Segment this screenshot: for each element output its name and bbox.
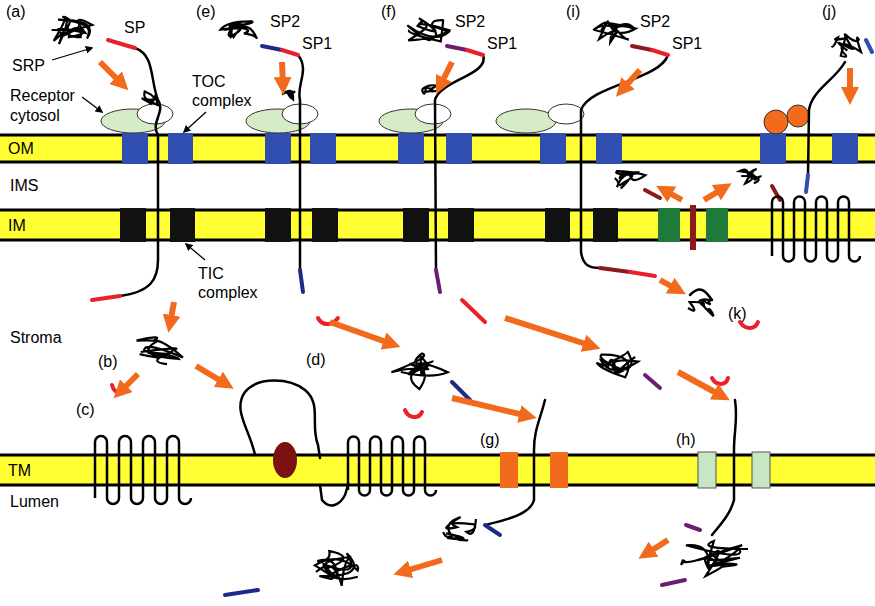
folded-protein — [739, 169, 760, 183]
figure-label: (a) — [6, 2, 26, 21]
toc-channels — [122, 133, 858, 164]
thylakoid-channels — [500, 452, 770, 488]
figure-label: TOC complex — [192, 72, 250, 110]
tic-channels — [120, 208, 618, 242]
figure-label: (b) — [98, 352, 118, 371]
folded-proteins — [52, 17, 861, 586]
figure-label: SP1 — [302, 34, 332, 53]
membrane-label: TM — [8, 461, 31, 480]
figure-label: (f) — [381, 2, 396, 21]
folded-protein — [282, 91, 295, 100]
polypeptide-chains — [120, 48, 845, 535]
figure-label: Stroma — [10, 328, 62, 347]
folded-protein — [615, 171, 646, 188]
folded-protein — [391, 354, 447, 390]
figure-label: (e) — [196, 2, 216, 21]
membrane-band: OM — [0, 135, 875, 162]
figure-label: SP — [124, 18, 145, 37]
folded-protein — [832, 34, 861, 57]
figure-label: cytosol — [10, 106, 60, 125]
folded-protein — [422, 85, 441, 93]
figure-label: SP1 — [487, 34, 517, 53]
figure-label: (g) — [480, 430, 500, 449]
oxa-channel — [658, 205, 728, 250]
folded-protein — [221, 21, 258, 38]
folded-protein — [443, 517, 476, 540]
figure-label: (c) — [76, 400, 95, 419]
membrane-protein — [273, 442, 297, 478]
process-arrows — [100, 62, 850, 572]
folded-protein — [52, 17, 93, 44]
folded-protein — [142, 92, 158, 105]
membrane-label: IM — [8, 216, 26, 235]
signal-peptides — [92, 40, 872, 595]
membranes — [0, 135, 875, 485]
leader-lines — [52, 48, 206, 260]
figure-label: SP2 — [455, 12, 485, 31]
transmembrane-helix — [772, 197, 860, 262]
folded-protein — [315, 551, 358, 586]
folded-protein — [593, 21, 636, 42]
figure-label: (i) — [566, 2, 580, 21]
figure-label: (d) — [306, 350, 326, 369]
figure-label: SP2 — [640, 12, 670, 31]
figure-label: TIC complex — [198, 264, 256, 302]
transmembrane-helix — [348, 437, 436, 496]
folded-protein — [407, 18, 449, 41]
figure-label: (h) — [676, 430, 696, 449]
transmembrane-helices — [95, 197, 860, 505]
figure-label: SP1 — [672, 34, 702, 53]
transmembrane-helix — [95, 436, 191, 504]
folded-protein — [688, 299, 714, 316]
figure-label: IMS — [10, 176, 38, 195]
folded-protein — [681, 541, 748, 576]
figure-label: (j) — [822, 2, 836, 21]
membrane-label: OM — [8, 139, 34, 158]
membrane-band: IM — [0, 210, 875, 240]
figure-label: SP2 — [270, 12, 300, 31]
figure-label: Lumen — [10, 492, 59, 511]
figure-label: SRP — [12, 56, 45, 75]
figure-label: (k) — [728, 304, 747, 323]
figure-label: Receptor — [10, 86, 75, 105]
folded-protein — [597, 351, 639, 377]
membrane-band: TM — [0, 455, 875, 485]
folded-protein — [137, 337, 183, 364]
